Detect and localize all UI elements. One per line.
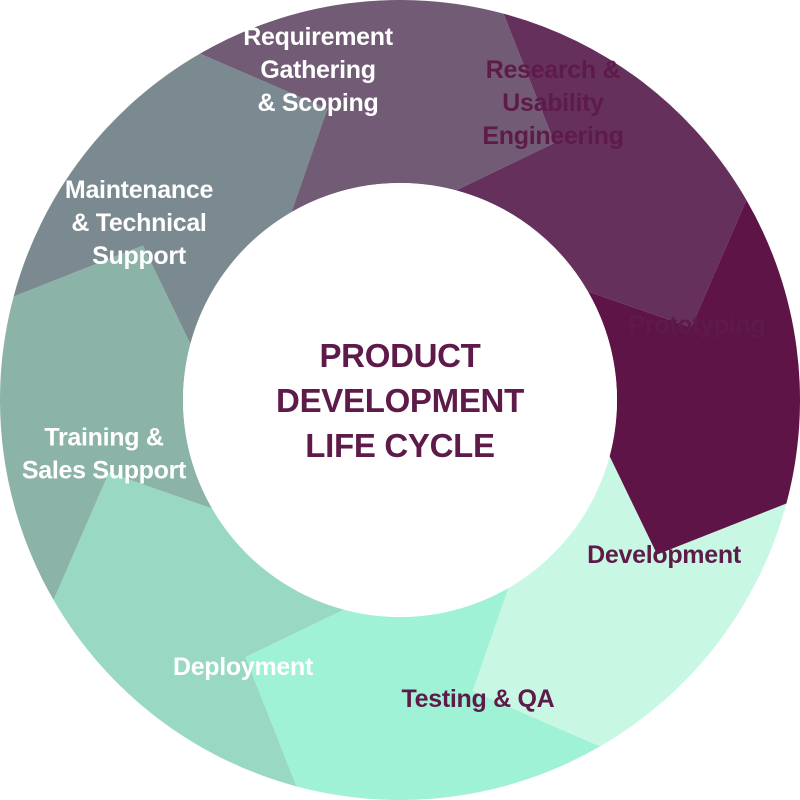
- segment-label-testing-qa: Testing & QA: [402, 685, 555, 713]
- segment-research-usability: [472, 456, 787, 747]
- segment-label-line: Engineering: [482, 122, 623, 150]
- segment-label-training-sales: Training & Sales Support: [22, 424, 187, 485]
- segment-label-line: Testing & QA: [402, 685, 555, 713]
- segment-label-line: Sales Support: [22, 457, 187, 485]
- segment-requirement-gathering: [587, 200, 800, 555]
- segment-maintenance-support: [456, 13, 747, 328]
- segment-label-line: Gathering: [260, 56, 375, 84]
- center-title-line: LIFE CYCLE: [305, 427, 495, 464]
- segment-development: [53, 472, 344, 787]
- segment-label-line: & Scoping: [258, 89, 379, 117]
- segment-label-development: Development: [587, 541, 742, 569]
- center-title-line: DEVELOPMENT: [276, 382, 524, 419]
- segment-label-line: Requirement: [243, 23, 393, 51]
- segment-label-prototyping: Prototyping: [629, 311, 766, 339]
- center-circle: [183, 183, 617, 617]
- segment-training-sales: [200, 0, 555, 213]
- segment-deployment: [13, 53, 328, 344]
- segment-label-line: Usability: [502, 89, 604, 117]
- segment-label-line: Development: [587, 541, 742, 569]
- segment-label-line: Support: [92, 242, 187, 270]
- segment-label-line: Prototyping: [629, 311, 766, 339]
- segment-label-line: Deployment: [173, 653, 314, 681]
- segment-prototyping: [245, 587, 600, 800]
- segment-label-line: Maintenance: [65, 176, 214, 204]
- segment-label-line: & Technical: [71, 209, 206, 237]
- segment-testing-qa: [0, 245, 213, 600]
- center-title: PRODUCT DEVELOPMENT LIFE CYCLE: [276, 337, 524, 464]
- segment-label-line: Research &: [486, 56, 621, 84]
- segment-label-line: Training &: [44, 424, 163, 452]
- segment-label-deployment: Deployment: [173, 653, 314, 681]
- center-title-line: PRODUCT: [319, 337, 480, 374]
